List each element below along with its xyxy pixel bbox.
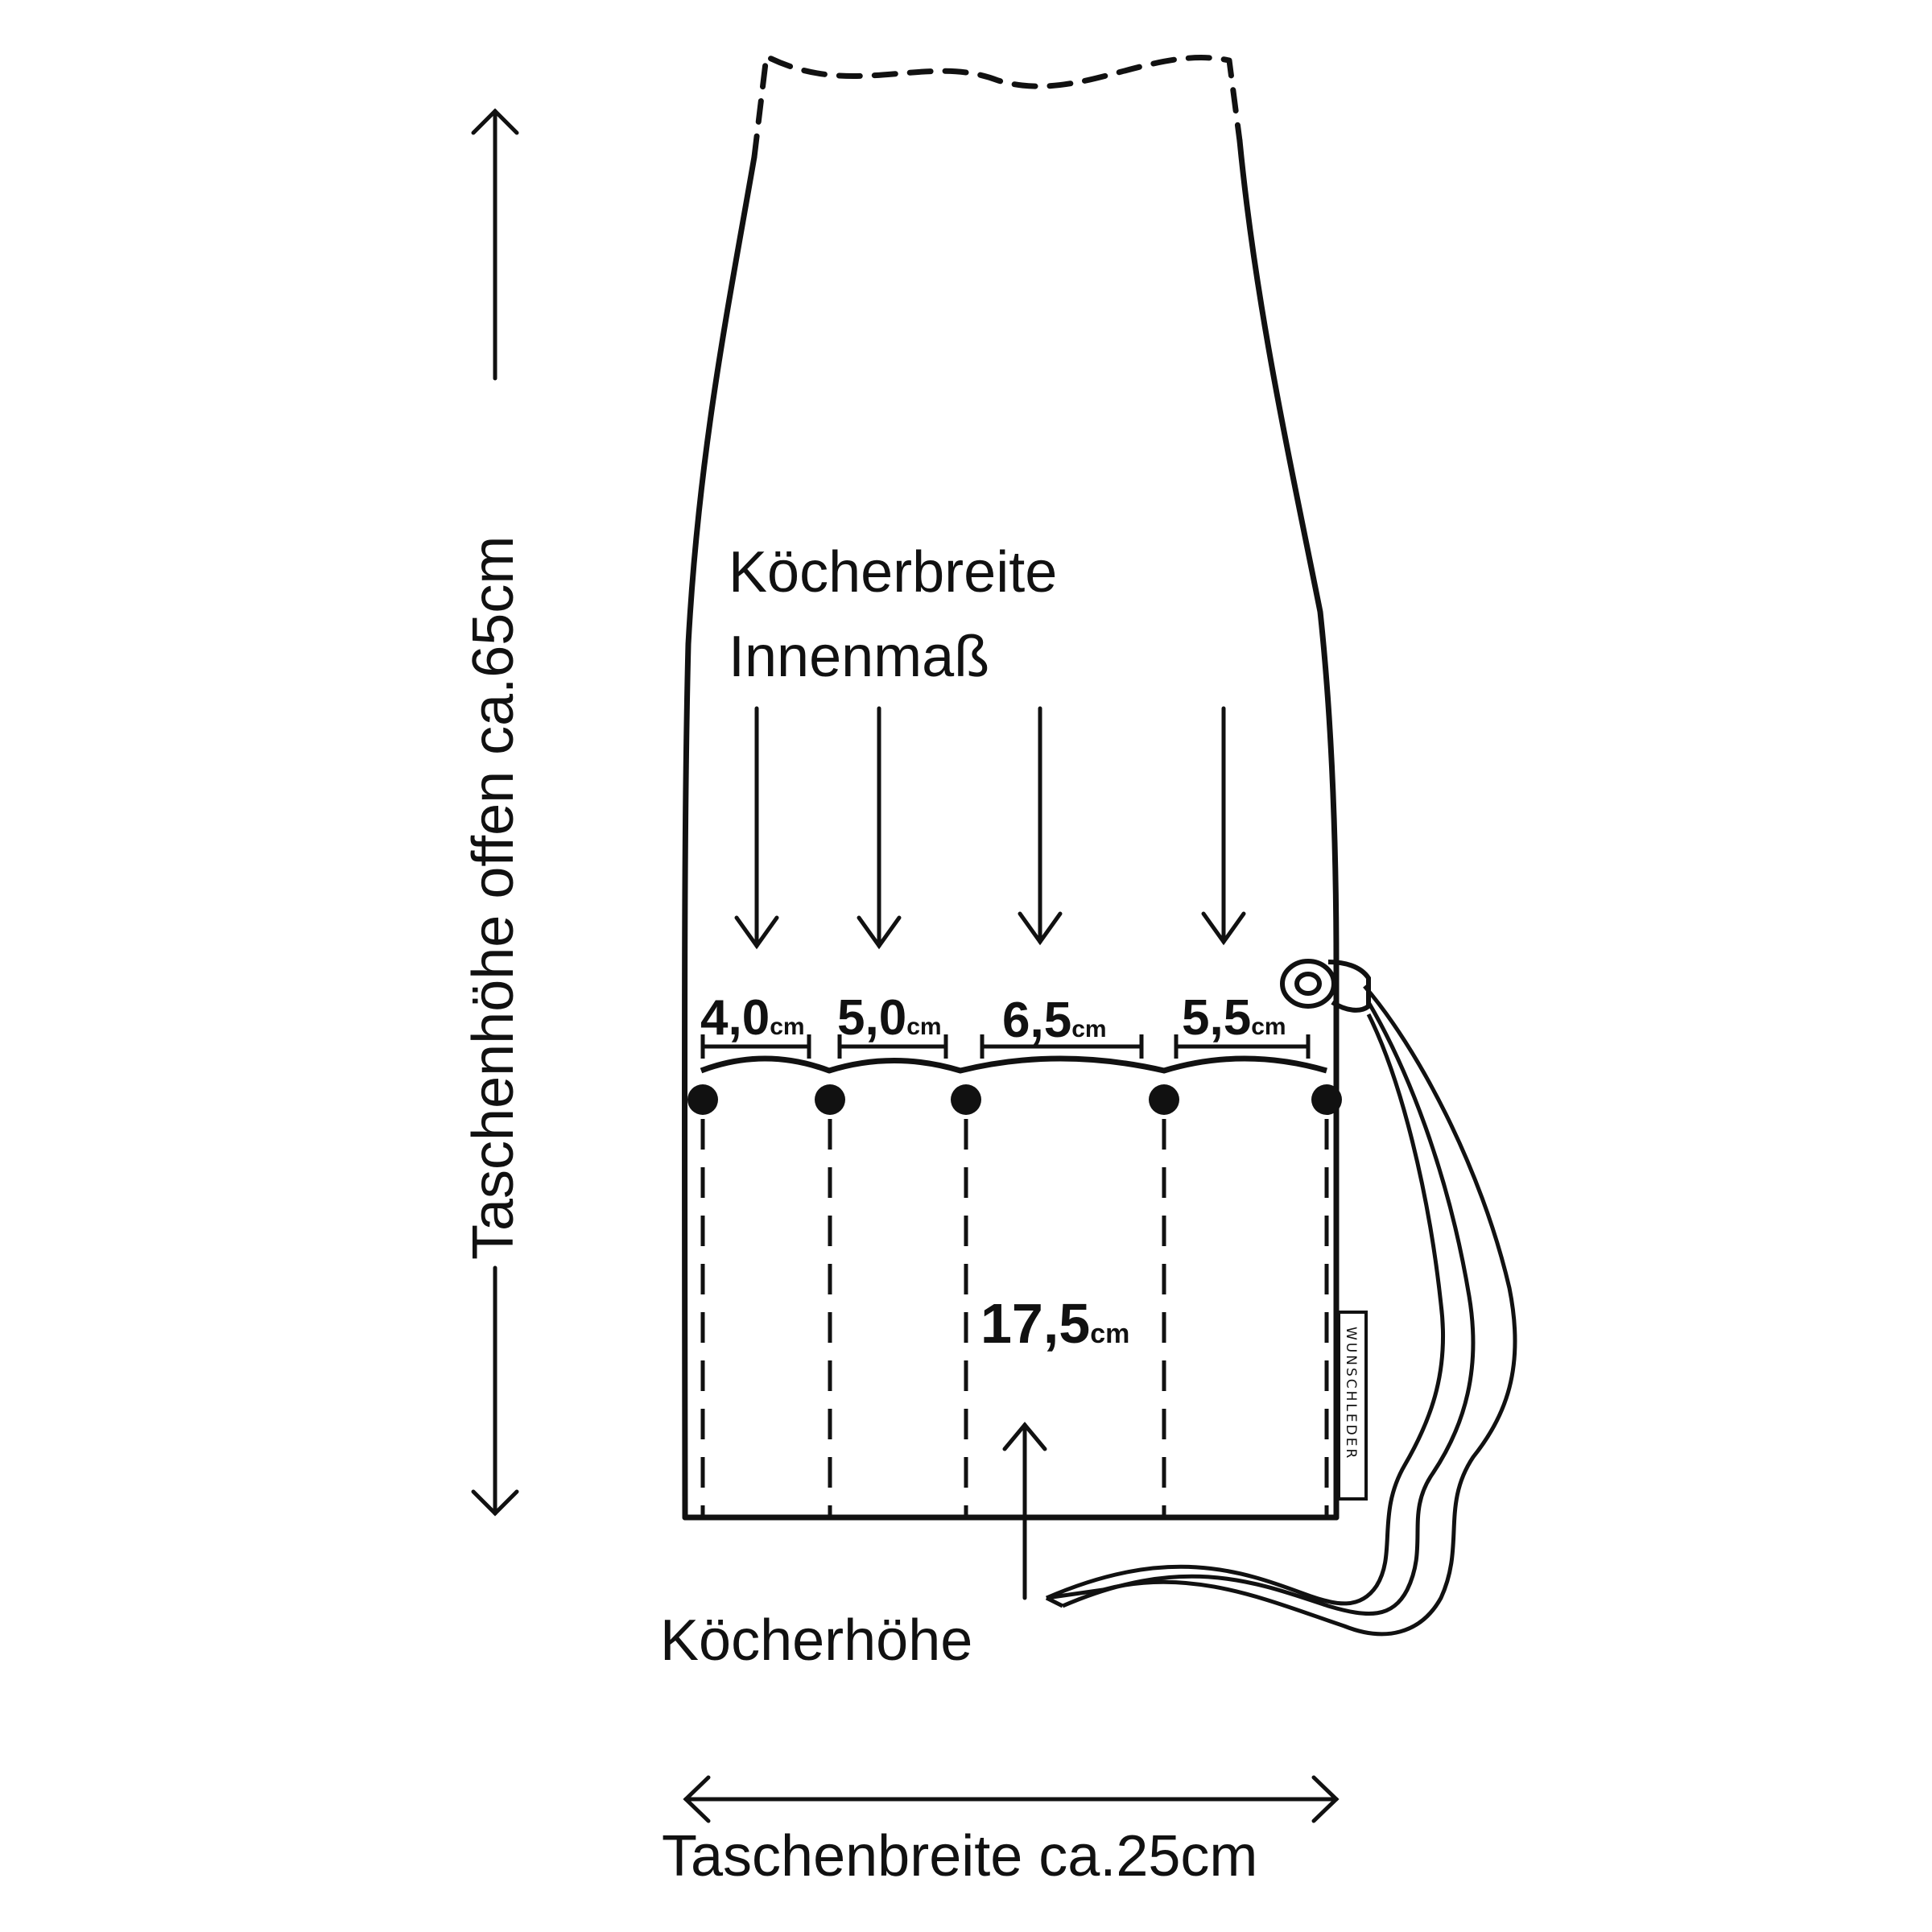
bracket-2 — [837, 1034, 948, 1059]
rivet — [1311, 1084, 1342, 1115]
quiver-height-arrow — [1002, 1422, 1047, 1600]
width-dimension — [683, 1775, 1340, 1823]
quiver-width-label-line1: Köcherbreite — [729, 540, 1057, 605]
strap-ring — [1280, 959, 1371, 1013]
bag-height-label: Taschenhöhe offen ca.65cm — [461, 536, 526, 1260]
quiver-height-value: 17,5cm — [980, 1292, 1129, 1355]
quiver-width-2: 5,0cm — [837, 990, 942, 1046]
bracket-3 — [980, 1034, 1144, 1059]
bag-outline — [681, 53, 1340, 1521]
rivet — [951, 1084, 981, 1115]
rivet — [687, 1084, 718, 1115]
pocket-scalloped-edge — [700, 1055, 1327, 1074]
quiver-width-1: 4,0cm — [700, 990, 805, 1046]
brand-label: WUNSCHLEDER — [1343, 1327, 1359, 1460]
bag-top-opening — [751, 53, 1243, 160]
rivet — [815, 1084, 845, 1115]
stitch-lines — [700, 1119, 1329, 1517]
down-arrow-1 — [734, 706, 779, 950]
rivets — [687, 1084, 1342, 1115]
bracket-4 — [1174, 1034, 1311, 1059]
rivet — [1149, 1084, 1179, 1115]
quiver-width-3: 6,5cm — [1002, 993, 1107, 1048]
shoulder-strap — [1045, 985, 1517, 1637]
bag-width-label: Taschenbreite ca.25cm — [662, 1824, 1257, 1889]
measure-brackets — [700, 1034, 1311, 1059]
quiver-width-4: 5,5cm — [1182, 990, 1286, 1046]
bag-left-edge — [681, 154, 758, 1521]
down-arrow-3 — [1018, 706, 1063, 946]
down-arrow-4 — [1201, 706, 1246, 946]
quiver-width-label-line2: Innenmaß — [729, 625, 989, 689]
height-dimension — [471, 108, 519, 1517]
down-arrow-2 — [857, 706, 902, 950]
quiver-width-arrows — [734, 706, 1246, 950]
brand-tag — [1337, 1311, 1368, 1501]
bag-right-edge — [1236, 138, 1340, 1521]
bracket-1 — [700, 1034, 811, 1059]
quiver-height-label: Köcherhöhe — [660, 1608, 972, 1673]
